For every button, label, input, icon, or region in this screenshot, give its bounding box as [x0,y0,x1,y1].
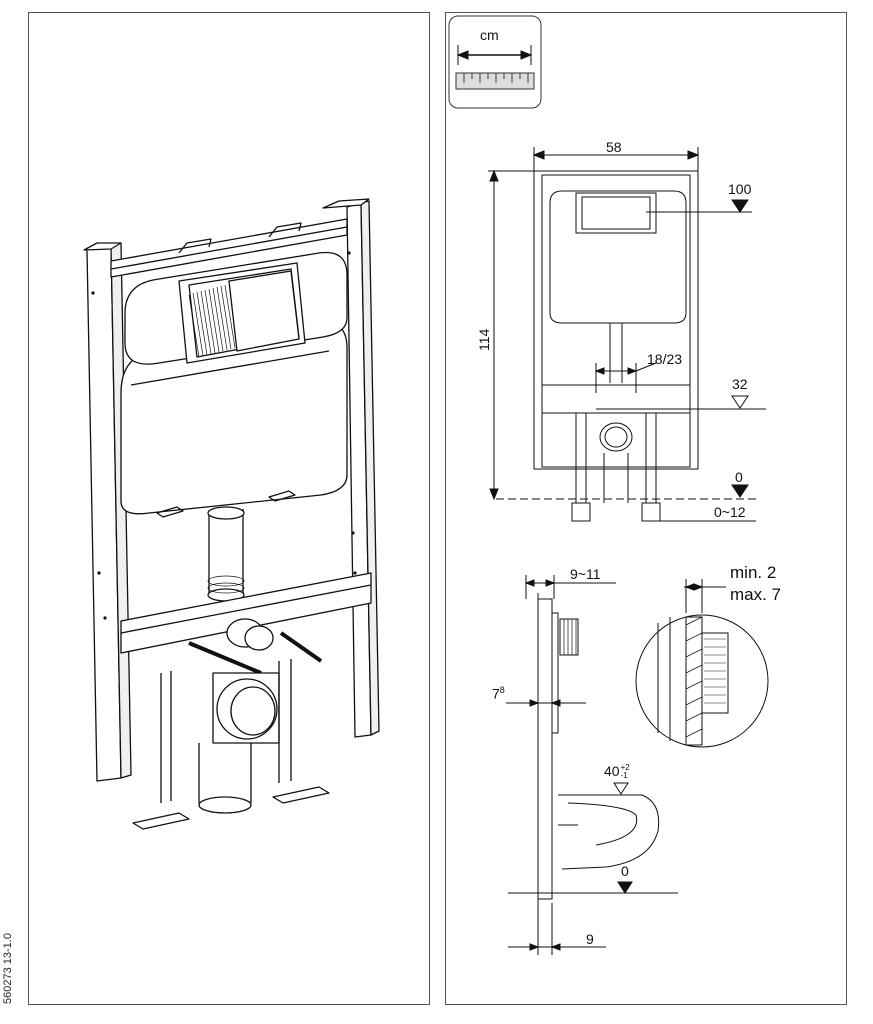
dim-width: 58 [606,139,622,155]
dim-frame-depth: 78 [492,685,505,702]
unit-label: cm [480,27,499,43]
dim-actuator-height: 100 [728,181,752,197]
dim-bowl-height-sup: +2 [620,763,630,773]
isometric-panel [28,12,430,1005]
dim-frame-depth-base: 7 [492,685,500,702]
dim-outlet-height: 32 [732,376,748,392]
dim-leg-adjust: 0~12 [714,504,746,520]
document-code: 560273 13-1.0 [2,933,14,1004]
dimensions-panel: cm 58 114 100 18/23 32 0 0~12 9~11 78 40… [445,12,847,1005]
dim-frame-depth-sup: 8 [499,685,505,695]
isometric-frame-illustration [83,198,380,830]
dim-wall-offset: 9~11 [570,566,601,582]
dim-outlet-spacing: 18/23 [647,351,683,367]
dim-base-offset: 9 [586,931,594,947]
dim-bowl-height-base: 40 [604,763,620,779]
dim-floor-front: 0 [735,469,743,485]
dimension-drawings [448,15,769,955]
dim-min-label: min. 2 [730,563,777,582]
dim-floor-side: 0 [621,863,629,879]
dim-bowl-height: 40+2-1 [604,763,630,780]
dim-max-label: max. 7 [730,585,782,604]
dim-bowl-height-sub: -1 [620,771,628,781]
dim-height: 114 [476,328,492,351]
